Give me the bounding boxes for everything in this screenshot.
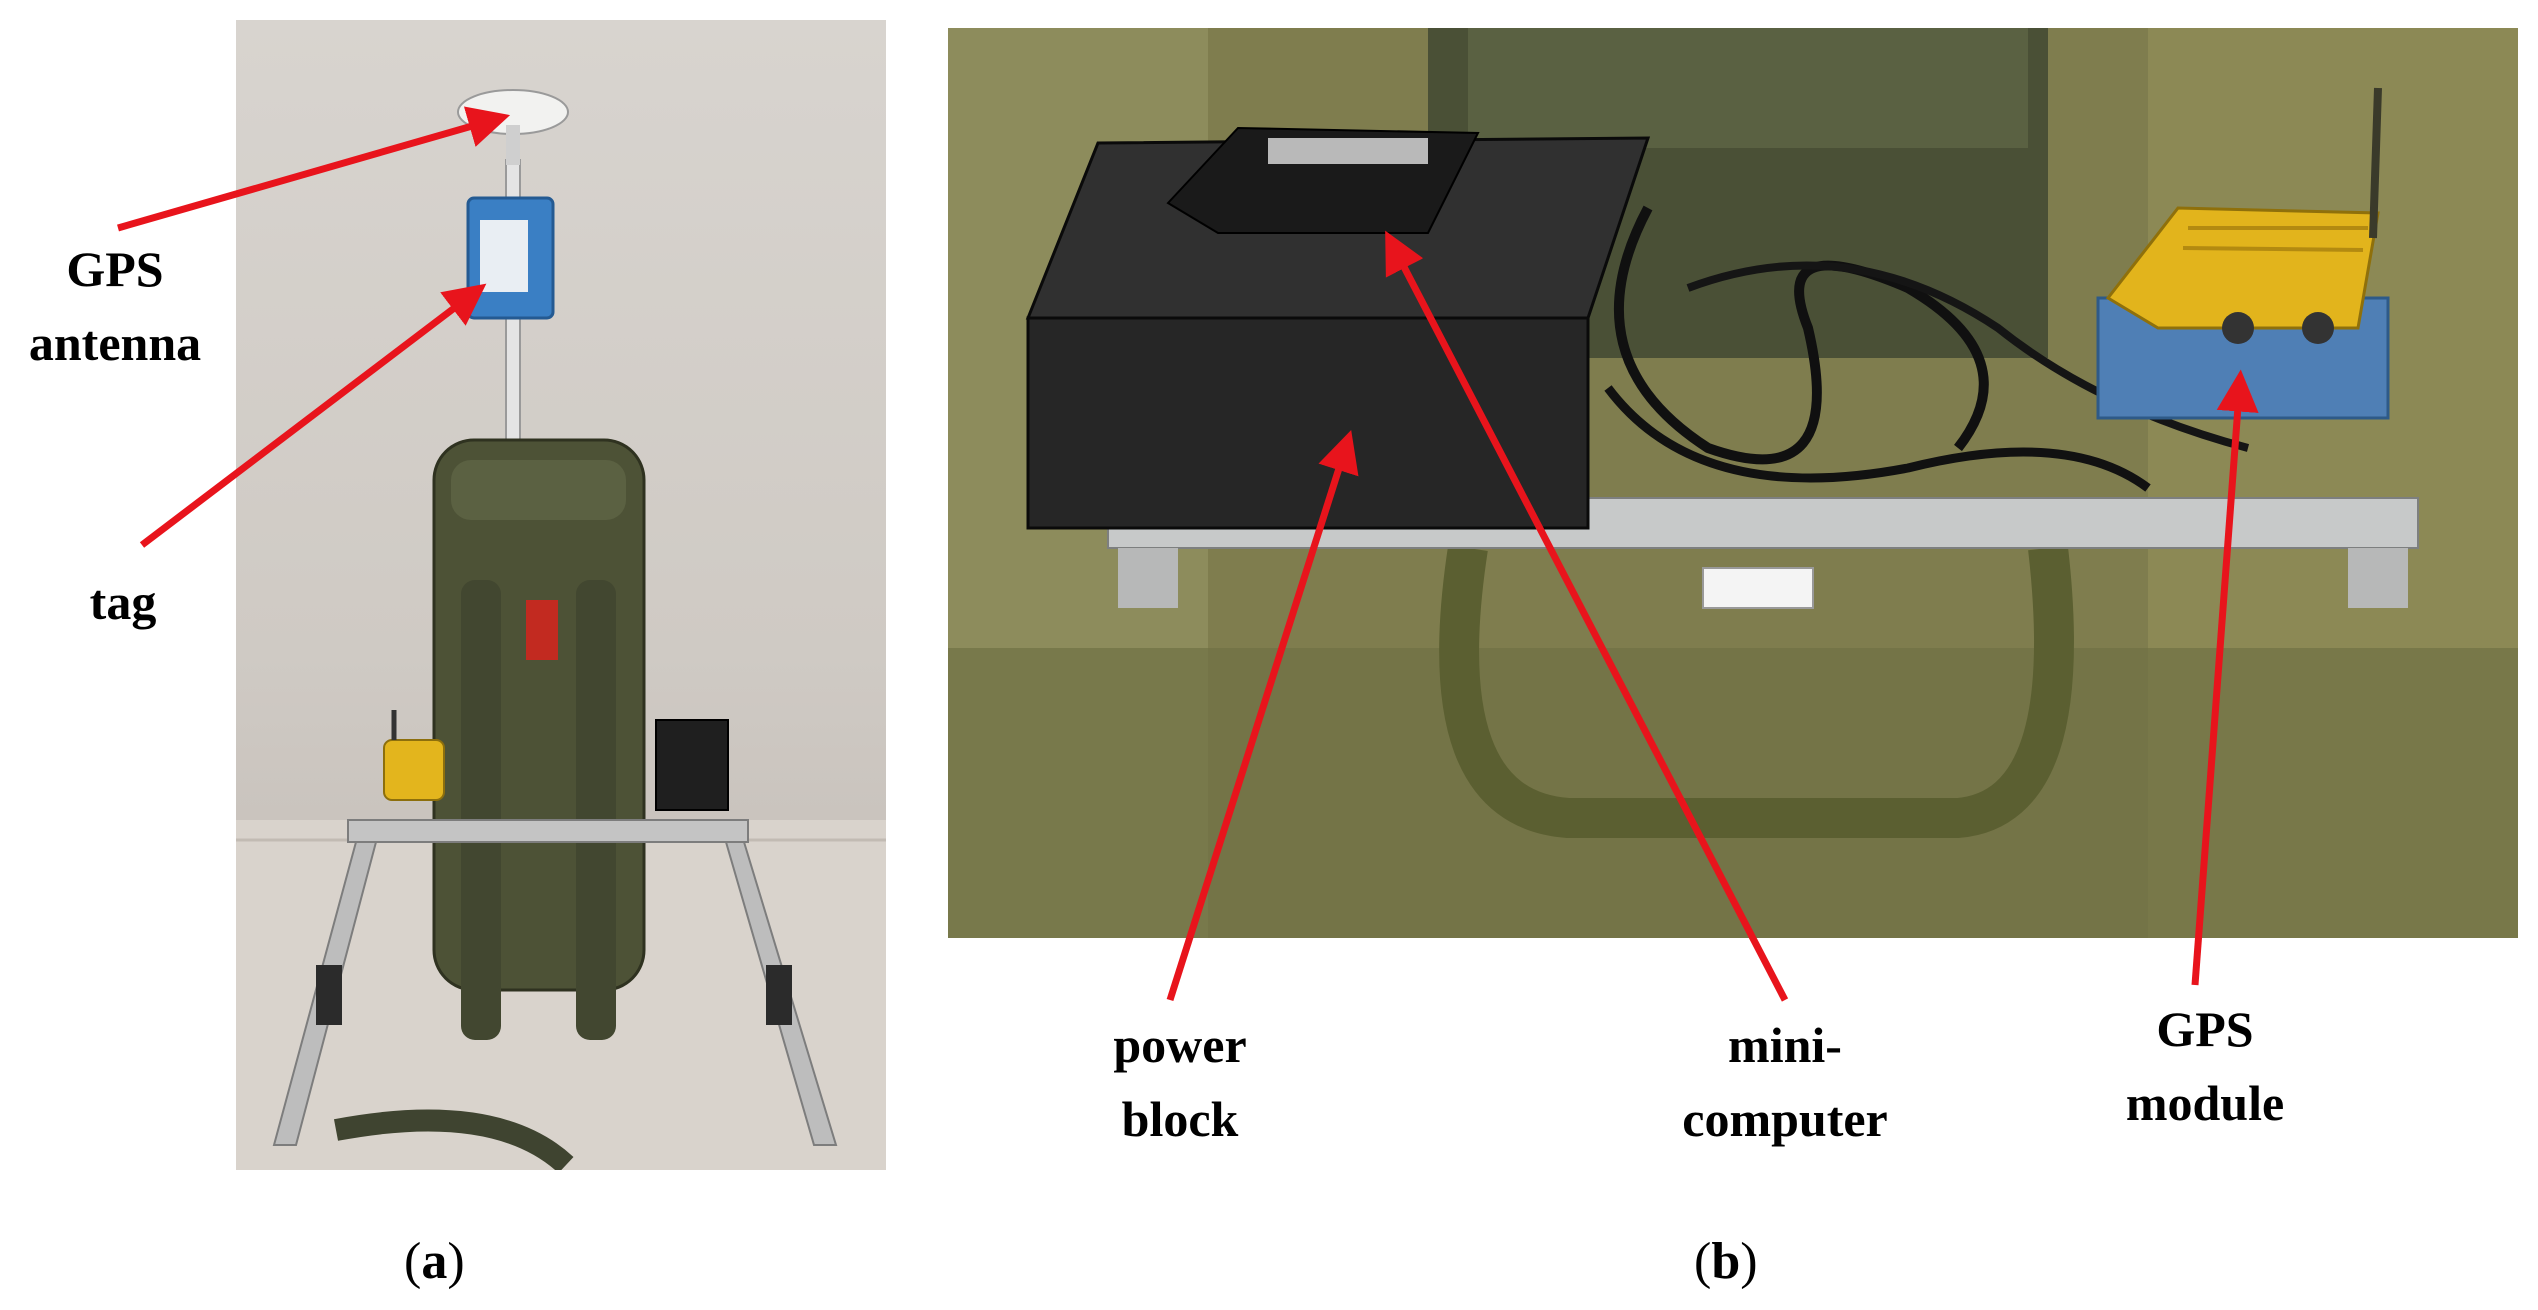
caption-a-close: ) [447, 1233, 465, 1290]
caption-a-open: ( [404, 1233, 422, 1290]
label-gps-module-line2: module [2125, 1075, 2285, 1131]
caption-a-letter: a [421, 1233, 448, 1290]
label-tag-text: tag [89, 574, 157, 630]
label-gps-module-line1: GPS [2156, 1001, 2254, 1057]
label-power-block: power block [1080, 1008, 1280, 1156]
caption-panel-b: (b) [1694, 1232, 1758, 1292]
label-mini-computer: mini- computer [1630, 1008, 1940, 1156]
label-mini-computer-line1: mini- [1728, 1017, 1842, 1073]
label-power-block-line2: block [1121, 1091, 1239, 1147]
label-mini-computer-line2: computer [1682, 1091, 1888, 1147]
label-gps-module: GPS module [2090, 992, 2320, 1140]
photo-panel-b [948, 28, 2518, 938]
caption-panel-a: (a) [404, 1232, 465, 1292]
label-gps-antenna-line1: GPS [66, 241, 164, 297]
caption-b-letter: b [1711, 1233, 1741, 1290]
label-gps-antenna: GPS antenna [10, 232, 220, 380]
label-power-block-line1: power [1113, 1017, 1247, 1073]
label-tag: tag [48, 565, 198, 639]
caption-b-open: ( [1694, 1233, 1712, 1290]
photo-panel-a [236, 20, 886, 1170]
label-gps-antenna-line2: antenna [28, 315, 202, 371]
caption-b-close: ) [1740, 1233, 1758, 1290]
photo-b-drawing [948, 28, 2518, 938]
photo-a-drawing [236, 89, 886, 1170]
